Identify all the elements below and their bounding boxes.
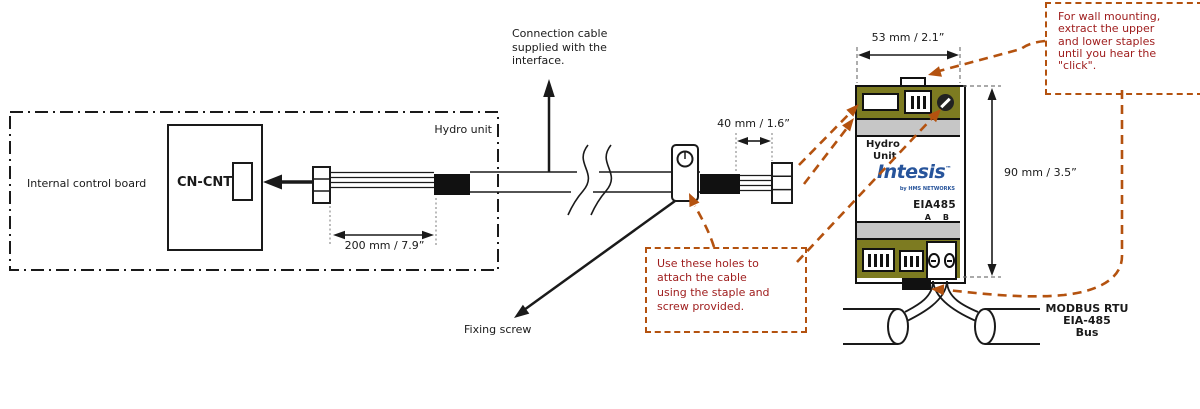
dim-90mm-label: 90 mm / 3.5”: [1004, 166, 1077, 179]
use-holes-note: Use these holes to attach the cable usin…: [645, 247, 807, 333]
bottom-connector-block: [899, 250, 924, 272]
cable-break-symbol: [567, 144, 613, 216]
cn-cnt-socket: [232, 162, 253, 201]
dim-200mm: [329, 198, 437, 245]
hydro-unit-label: Hydro unit: [434, 123, 492, 136]
dip-switch-block: [862, 248, 895, 272]
staple-bottom: [902, 278, 931, 290]
bus-cable-cut-right: [974, 308, 996, 345]
device-bottom-panel: [857, 240, 960, 280]
dim-53mm-label: 53 mm / 2.1”: [871, 31, 945, 44]
cable-plug-device: [771, 162, 793, 204]
terminal-screw-icon: [928, 253, 940, 268]
wall-mount-note: For wall mounting, extract the upper and…: [1045, 2, 1200, 95]
modbus-bus-label: MODBUS RTU EIA-485 Bus: [1045, 302, 1129, 339]
device-name-line1: Hydro: [866, 139, 900, 150]
connection-cable-note-line2: supplied with the: [512, 40, 607, 54]
connector-to-clamp: [693, 205, 716, 248]
top-connector-block: [904, 90, 932, 114]
terminal-screw-icon: [943, 253, 955, 268]
eia485-terminal-block: [926, 241, 957, 280]
connector-to-port-upper: [798, 111, 852, 166]
connection-cable-arrow: [543, 79, 555, 172]
connection-cable-note: Connection cable supplied with the inter…: [512, 27, 607, 68]
cable-sheath-block-2: [700, 174, 740, 194]
intesis-gateway-device: Hydro Unit Intesis™ by HMS NETWORKS EIA4…: [855, 85, 966, 284]
cable-port-opening: [862, 93, 899, 111]
bus-cable-cut-left: [887, 308, 909, 345]
bus-cables: [843, 280, 1040, 345]
connection-cable-note-line1: Connection cable: [512, 27, 608, 40]
clamp-screw-icon: [676, 150, 694, 168]
mounting-hole-icon: [937, 94, 954, 111]
dim-40mm-label: 40 mm / 1.6”: [717, 117, 790, 130]
fixing-screw-label: Fixing screw: [464, 323, 532, 336]
terminal-b-label: B: [942, 213, 949, 222]
connection-cable-note-line3: interface.: [512, 54, 565, 68]
cable-board-side: [312, 166, 577, 204]
plug-direction-arrow: [263, 174, 313, 190]
internal-control-board-label: Internal control board: [27, 177, 147, 190]
device-front-face: Hydro Unit Intesis™ by HMS NETWORKS EIA4…: [857, 137, 960, 222]
intesis-logo: Intesis™: [877, 161, 951, 183]
intesis-logo-subtitle: by HMS NETWORKS: [899, 186, 955, 192]
connector-to-top-staple: [938, 39, 1046, 73]
device-gray-band-bottom: [857, 221, 960, 240]
cable-plug-board: [312, 166, 331, 204]
device-gray-band-top: [857, 120, 960, 137]
cn-cnt-label: CN-CNT: [177, 175, 233, 190]
cable-device-side: [593, 162, 793, 204]
dim-200mm-label: 200 mm / 7.9”: [344, 239, 425, 252]
connector-to-bottom-staple: [946, 90, 1124, 298]
cable-clamp: [671, 144, 699, 202]
device-top-panel: [857, 87, 960, 120]
device-port-label: EIA485: [913, 199, 956, 211]
cable-sheath-block: [434, 174, 470, 195]
dim-40mm: [735, 133, 773, 171]
dim-90mm: [963, 85, 1001, 278]
connector-to-port-lower: [802, 127, 849, 185]
